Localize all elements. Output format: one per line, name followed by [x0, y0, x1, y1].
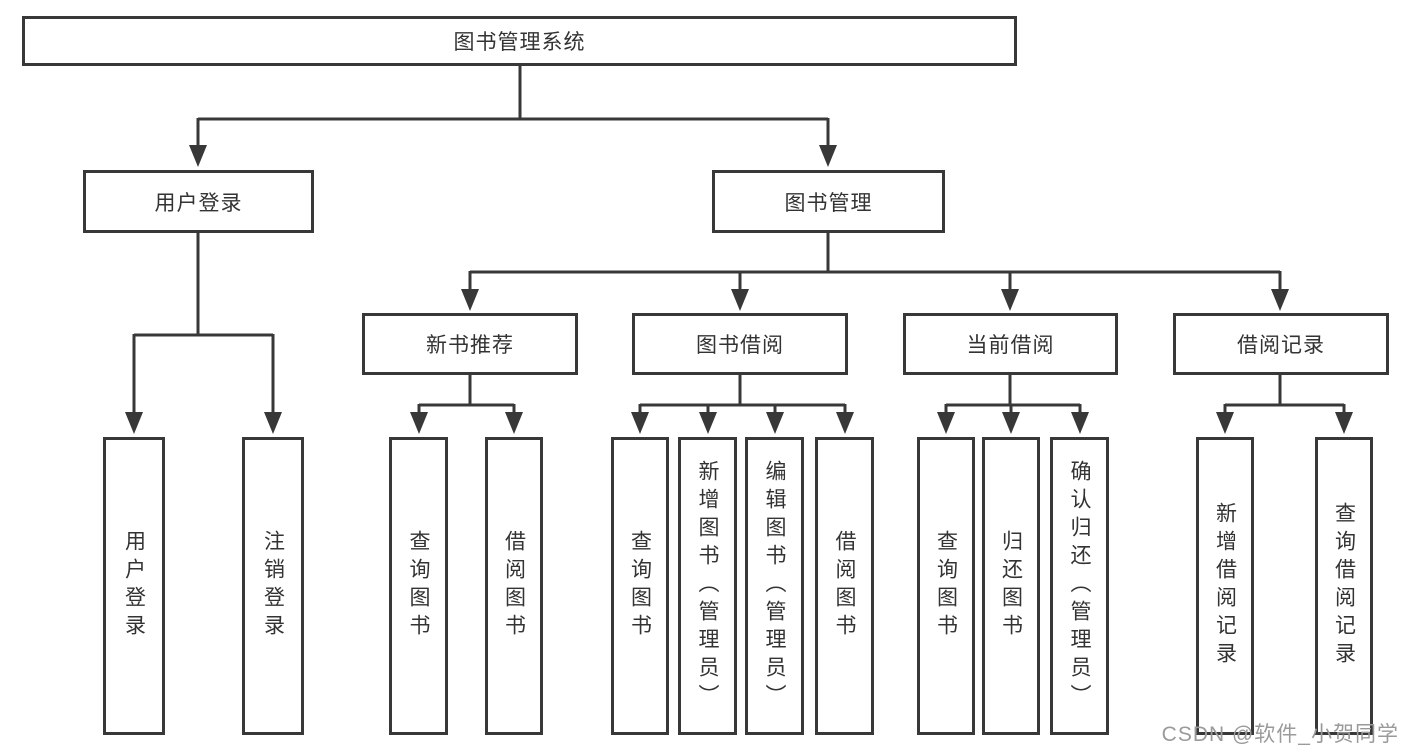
node-book-borrowing: 图书借阅 [632, 313, 848, 375]
arrowheads-level2 [189, 145, 837, 167]
node-new-book-recommendation: 新书推荐 [362, 313, 578, 375]
node-book-management: 图书管理 [712, 170, 945, 233]
leaf-label: 归还图书 [999, 530, 1023, 642]
leaf-user-login: 用户登录 [103, 437, 165, 735]
leaf-label: 查询图书 [628, 530, 652, 642]
arrowheads-level3 [461, 289, 1289, 311]
csdn-watermark: CSDN @软件_小贺同学 [1161, 723, 1399, 746]
connector-records-to-leaves [1223, 375, 1346, 414]
leaf-label: 查询图书 [407, 530, 430, 642]
leaf-label: 查询图书 [934, 530, 958, 642]
leaf-label: 新增借阅记录 [1213, 502, 1237, 670]
leaf-query-books-recommend: 查询图书 [389, 437, 448, 735]
leaf-label: 用户登录 [122, 530, 146, 642]
arrowheads-login-leaves [125, 412, 282, 434]
connector-root-to-level2 [196, 65, 830, 147]
leaf-query-books-borrow: 查询图书 [611, 437, 669, 735]
node-label: 图书管理系统 [453, 31, 586, 54]
node-borrowing-records: 借阅记录 [1173, 313, 1389, 375]
node-label: 图书管理 [784, 191, 873, 215]
node-label: 图书借阅 [696, 334, 784, 357]
connector-current-to-leaves [944, 375, 1082, 414]
leaf-label: 新增图书（管理员） [696, 460, 719, 712]
leaf-label: 编辑图书（管理员） [763, 460, 786, 712]
node-library-management-system: 图书管理系统 [22, 16, 1017, 66]
leaf-borrow-books: 借阅图书 [815, 437, 874, 735]
node-user-login: 用户登录 [83, 170, 314, 233]
node-current-borrowing: 当前借阅 [903, 313, 1118, 375]
leaf-add-book-admin: 新增图书（管理员） [678, 437, 737, 735]
leaf-label: 注销登录 [261, 530, 285, 642]
leaf-add-borrow-record: 新增借阅记录 [1196, 437, 1254, 735]
leaf-edit-book-admin: 编辑图书（管理员） [745, 437, 804, 735]
leaf-logout: 注销登录 [242, 437, 304, 735]
connector-mgmt-to-level3 [468, 233, 1282, 291]
leaf-query-books-current: 查询图书 [917, 437, 975, 735]
leaf-borrow-books-recommend: 借阅图书 [485, 437, 543, 735]
leaf-label: 借阅图书 [833, 530, 856, 642]
node-label: 当前借阅 [966, 334, 1055, 357]
leaf-query-borrow-record: 查询借阅记录 [1315, 437, 1373, 735]
node-label: 新书推荐 [426, 334, 514, 357]
leaf-return-book: 归还图书 [982, 437, 1040, 735]
node-label: 用户登录 [154, 191, 243, 215]
leaf-confirm-return-admin: 确认归还（管理员） [1050, 437, 1109, 735]
leaf-label: 确认归还（管理员） [1068, 460, 1091, 712]
arrowheads-leaves [410, 412, 1353, 434]
connector-borrow-to-leaves [638, 375, 847, 414]
leaf-label: 查询借阅记录 [1332, 502, 1356, 670]
node-label: 借阅记录 [1237, 334, 1325, 357]
connector-newrec-to-leaves [417, 375, 516, 414]
connector-login-to-leaves [132, 233, 275, 414]
leaf-label: 借阅图书 [502, 530, 526, 642]
